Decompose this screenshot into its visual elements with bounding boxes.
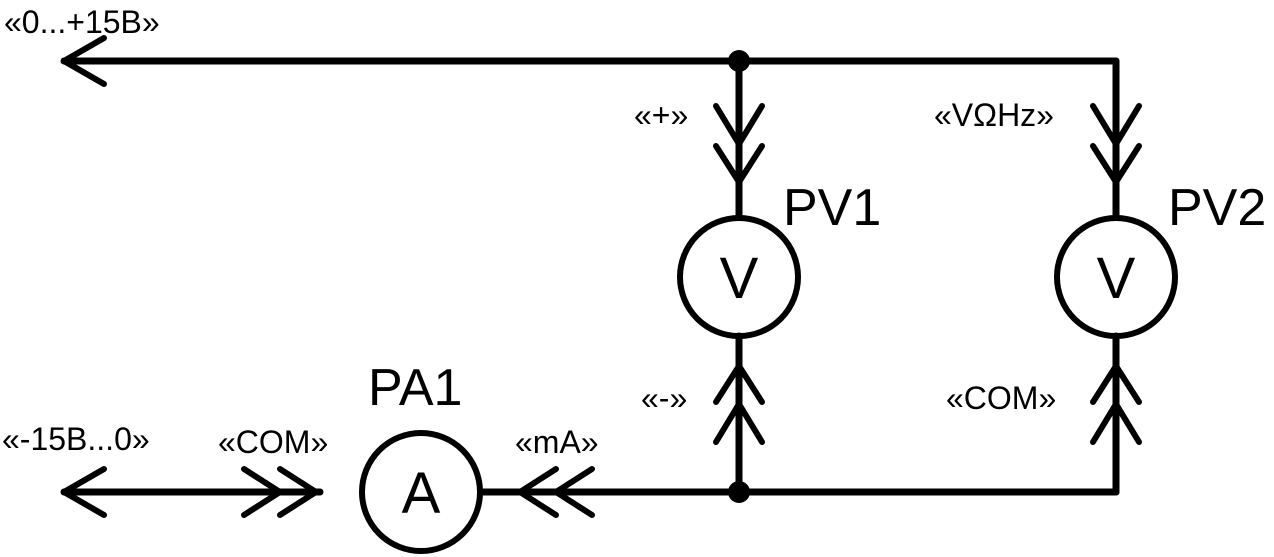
pa1-in-label: «mA»	[515, 424, 599, 460]
pa1-com-label: «COM»	[218, 424, 328, 460]
pv1-in-label: «+»	[634, 97, 688, 133]
pv2-in-label: «VΩHz»	[934, 97, 1054, 133]
ammeter-pa1: A	[241, 430, 595, 554]
plug-connector-icon	[713, 363, 765, 405]
arrow-down-icon	[713, 103, 765, 147]
voltmeter-symbol: V	[720, 246, 759, 311]
arrow-up-icon	[713, 401, 765, 445]
voltmeter-pv1: V	[677, 57, 801, 496]
pos-supply-label: «0...+15В»	[4, 4, 160, 40]
voltmeter-symbol: V	[1097, 246, 1136, 311]
plug-connector-icon	[277, 466, 319, 518]
neg-supply-label: «-15В...0»	[2, 421, 150, 457]
ammeter-circle	[359, 430, 483, 554]
arrow-up-icon	[1090, 401, 1142, 445]
pv1-name: PV1	[783, 179, 881, 237]
top-rail	[60, 35, 1120, 87]
pv1-com-label: «-»	[641, 380, 687, 416]
arrow-left-icon	[61, 466, 107, 518]
plug-connector-icon	[517, 466, 559, 518]
pa1-name: PA1	[368, 359, 462, 417]
plug-connector-icon	[1090, 143, 1142, 185]
plug-connector-icon	[553, 466, 595, 518]
ammeter-symbol: A	[402, 461, 441, 526]
pv2-com-label: «COM»	[946, 380, 1056, 416]
pv2-name: PV2	[1168, 179, 1266, 237]
plug-connector-icon	[1090, 363, 1142, 405]
arrow-left-icon	[61, 35, 107, 87]
voltmeter-pv2: V	[1054, 57, 1178, 496]
bottom-rail	[60, 466, 1120, 518]
plug-connector-icon	[713, 143, 765, 185]
plug-connector-icon	[241, 466, 283, 518]
arrow-down-icon	[1090, 103, 1142, 147]
